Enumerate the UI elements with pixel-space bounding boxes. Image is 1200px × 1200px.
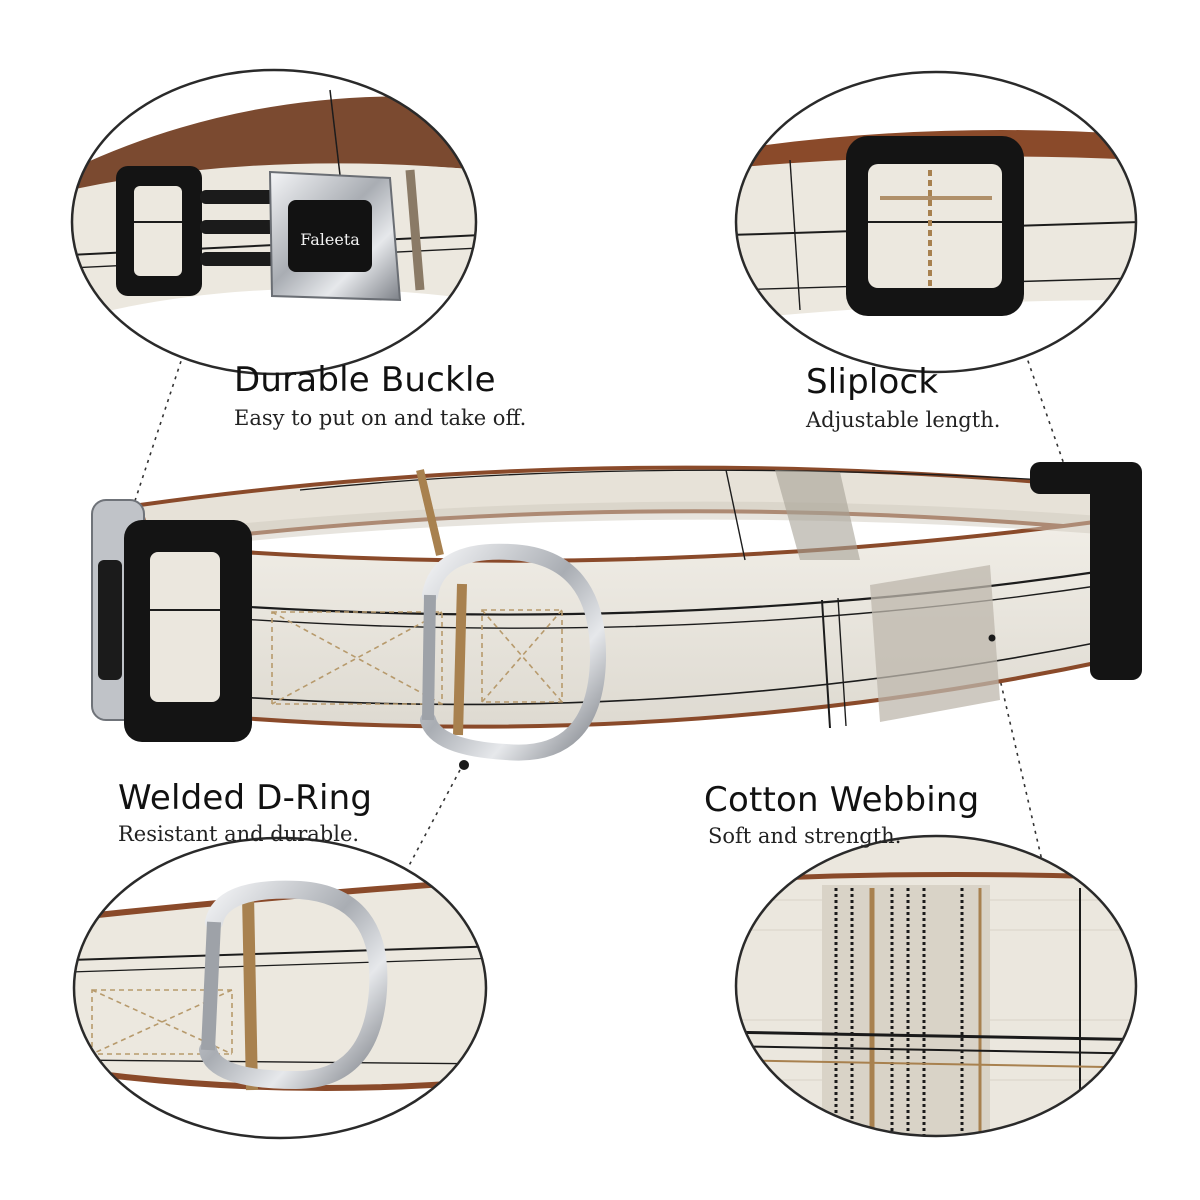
dring-detail-oval [72, 836, 488, 1140]
main-collar [91, 462, 1142, 770]
sliplock-detail-oval [734, 70, 1138, 374]
sliplock-main [1030, 462, 1142, 680]
connector-sliplock [1019, 337, 1067, 471]
cotton-webbing-description: Soft and strength. [708, 824, 902, 848]
webbing-detail-oval [734, 834, 1138, 1138]
durable-buckle-title: Durable Buckle [234, 360, 496, 400]
brand-logo-text: Faleeta [300, 230, 360, 249]
welded-d-ring-title: Welded D-Ring [118, 778, 373, 818]
d-ring [420, 543, 607, 761]
welded-d-ring-description: Resistant and durable. [118, 822, 360, 846]
brand-plate [288, 200, 372, 272]
sliplock-title: Sliplock [806, 362, 939, 402]
durable-buckle-description: Easy to put on and take off. [234, 406, 527, 430]
cotton-webbing-title: Cotton Webbing [704, 780, 980, 820]
side-release-buckle [91, 499, 252, 742]
buckle-detail-oval: Faleeta [70, 68, 478, 376]
sliplock-description: Adjustable length. [806, 408, 1001, 432]
